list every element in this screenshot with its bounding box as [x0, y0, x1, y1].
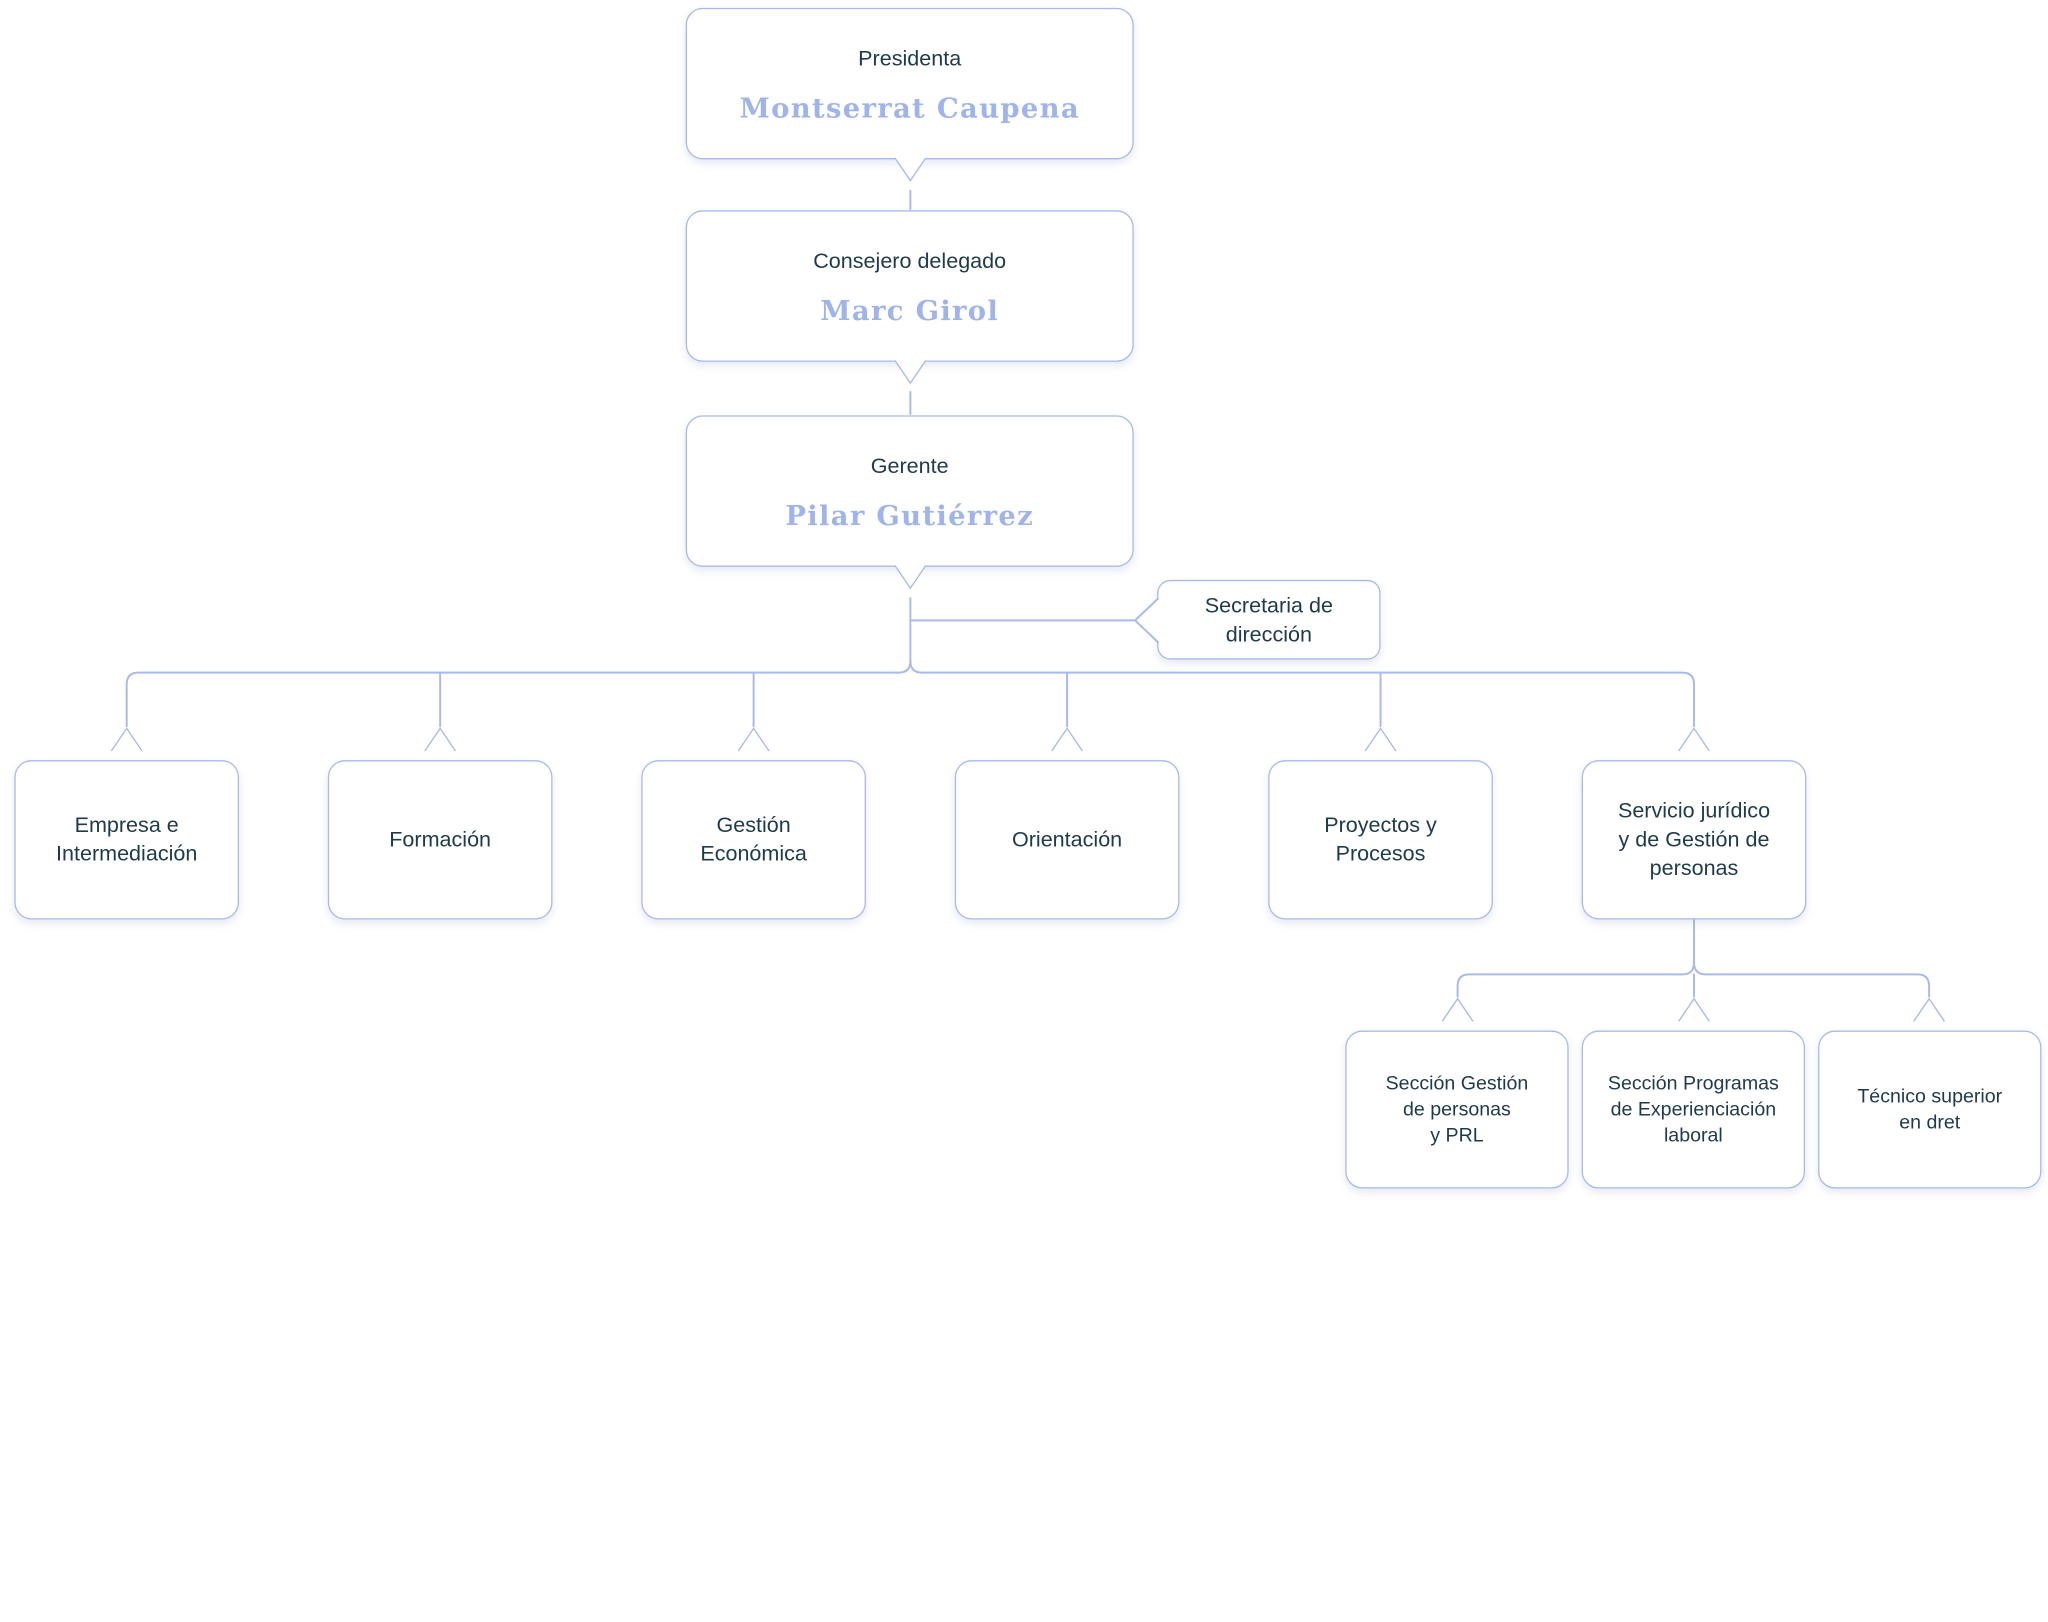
node-label: Servicio jurídico y de Gestión de person… [1617, 799, 1771, 881]
node-dept-orientacion: Orientación [954, 760, 1180, 920]
node-dept-formacion: Formación [327, 760, 553, 920]
node-pointer [1133, 597, 1160, 644]
node-role: Consejero delegado [813, 248, 1007, 273]
node-label: Empresa e Intermediación [55, 813, 198, 866]
connector-bus-left [125, 659, 912, 728]
node-dept-gestion-economica: Gestión Económica [641, 760, 866, 920]
node-pointer [894, 565, 927, 590]
connector-sub-bus-left [1456, 961, 1695, 998]
node-pointer [1364, 727, 1397, 752]
node-label: Sección Programas de Experienciación lab… [1607, 1071, 1779, 1147]
node-gerente: Gerente Pilar Gutiérrez [685, 415, 1134, 567]
connector-sub-bus-right [1693, 961, 1931, 998]
node-pointer [1678, 997, 1710, 1022]
node-section-gestion-personas: Sección Gestión de personas y PRL [1345, 1030, 1569, 1189]
node-person-name: Pilar Gutiérrez [785, 498, 1035, 531]
node-label: Proyectos y Procesos [1324, 813, 1437, 866]
node-presidenta: Presidenta Montserrat Caupena [685, 7, 1134, 160]
node-dept-proyectos: Proyectos y Procesos [1268, 760, 1493, 920]
node-person-name: Montserrat Caupena [739, 90, 1080, 124]
node-label: Sección Gestión de personas y PRL [1385, 1071, 1529, 1147]
node-pointer [110, 727, 143, 752]
node-role: Presidenta [858, 46, 962, 70]
node-pointer [1441, 997, 1474, 1022]
node-pointer [1051, 727, 1084, 752]
node-label: Gestión Económica [700, 813, 807, 866]
node-section-tecnico: Técnico superior en dret [1818, 1030, 2042, 1189]
node-label: Orientación [1011, 828, 1123, 852]
node-secretaria: Secretaria de dirección [1157, 579, 1381, 660]
node-label: Formación [389, 828, 492, 852]
node-label: Técnico superior en dret [1857, 1084, 2003, 1134]
connector-lines [125, 189, 1931, 998]
node-role: Gerente [870, 453, 949, 478]
connector-bus-right [909, 659, 1695, 728]
node-person-name: Marc Girol [820, 293, 1000, 326]
node-pointer [1678, 727, 1710, 752]
node-pointer [894, 360, 927, 385]
node-pointer [737, 727, 770, 752]
node-dept-servicio-juridico: Servicio jurídico y de Gestión de person… [1581, 760, 1807, 920]
node-dept-empresa: Empresa e Intermediación [14, 760, 240, 920]
node-section-programas: Sección Programas de Experienciación lab… [1581, 1030, 1806, 1189]
node-pointer [424, 727, 457, 752]
node-label: Secretaria de dirección [1204, 593, 1333, 646]
node-consejero-delegado: Consejero delegado Marc Girol [685, 210, 1134, 362]
node-pointer [894, 157, 927, 182]
node-pointer [1913, 997, 1946, 1022]
